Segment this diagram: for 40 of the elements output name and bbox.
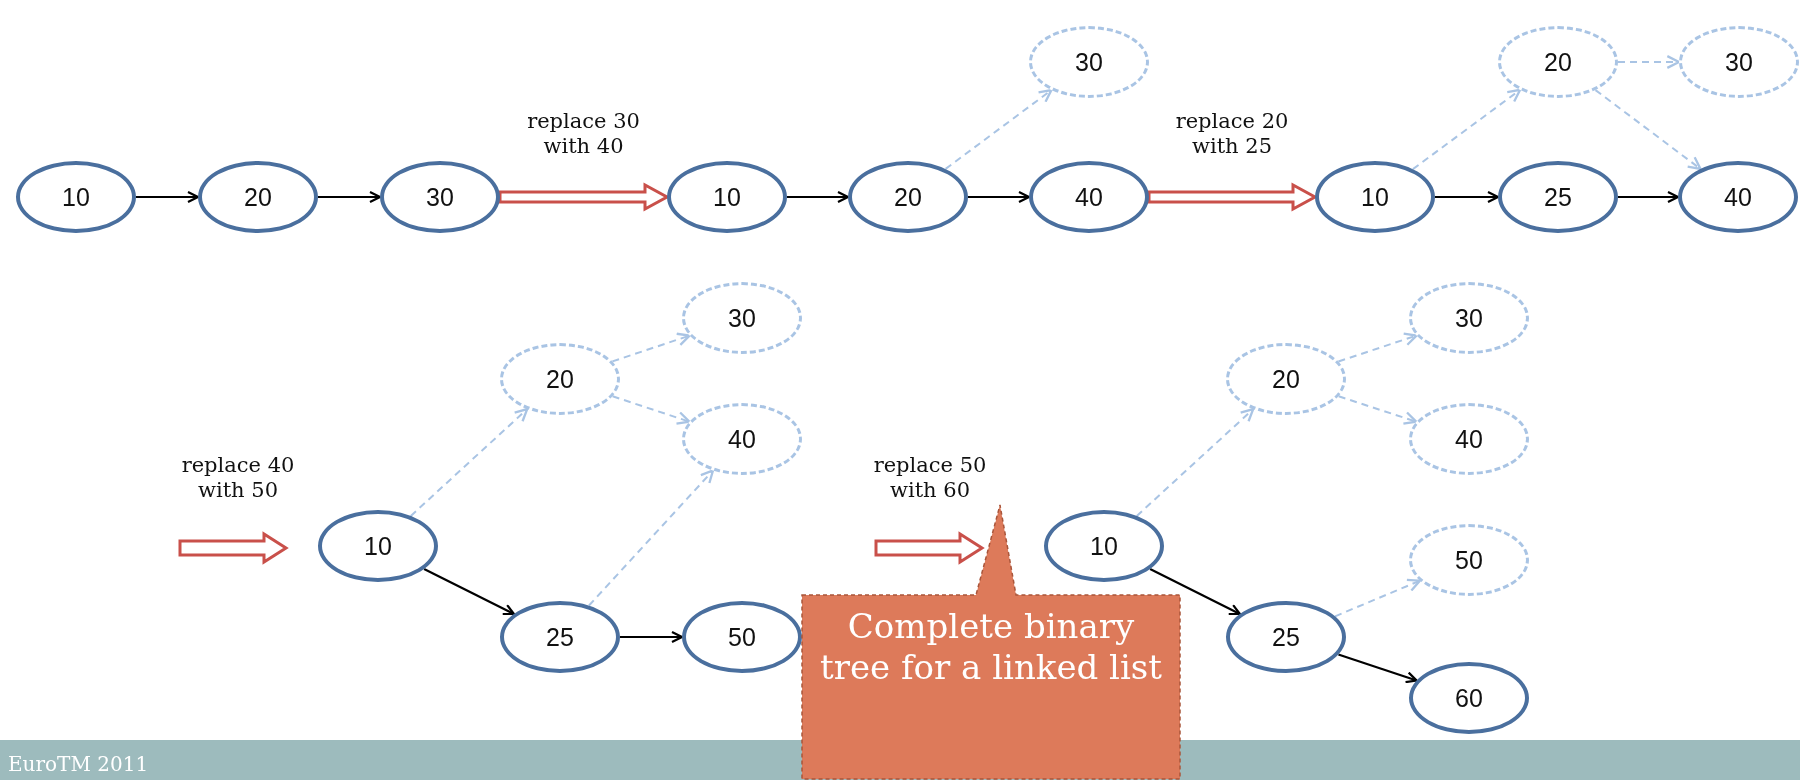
list-node: 25 xyxy=(500,601,620,673)
footer-text: EuroTM 2011 xyxy=(8,752,149,776)
arrow xyxy=(318,190,382,204)
replaced-node: 30 xyxy=(1679,26,1799,98)
replaced-node: 20 xyxy=(1226,343,1346,415)
replaced-node: 30 xyxy=(1409,282,1529,354)
list-node: 30 xyxy=(380,161,500,233)
list-node: 40 xyxy=(1678,161,1798,233)
list-node: 50 xyxy=(682,601,802,673)
list-node: 10 xyxy=(318,510,438,582)
replaced-node: 20 xyxy=(500,343,620,415)
dashed-arrow xyxy=(1594,89,1702,171)
arrow xyxy=(968,190,1031,204)
replaced-node: 30 xyxy=(682,282,802,354)
replaced-node: 40 xyxy=(1409,403,1529,475)
arrow xyxy=(620,630,684,644)
list-node: 10 xyxy=(667,161,787,233)
list-node: 25 xyxy=(1498,161,1618,233)
dashed-arrow xyxy=(1617,55,1681,69)
callout-text: Complete binary tree for a linked list xyxy=(819,606,1163,688)
replaced-node: 50 xyxy=(1409,524,1529,596)
edge-label: replace 20 with 25 xyxy=(1174,109,1290,160)
arrow xyxy=(787,190,850,204)
replaced-node: 30 xyxy=(1029,26,1149,98)
list-node: 10 xyxy=(1315,161,1435,233)
list-node: 25 xyxy=(1226,601,1346,673)
list-node: 60 xyxy=(1409,662,1529,734)
replaced-node: 40 xyxy=(682,403,802,475)
arrow xyxy=(1435,190,1500,204)
list-node: 10 xyxy=(1044,510,1164,582)
replaced-node: 20 xyxy=(1498,26,1618,98)
list-node: 20 xyxy=(848,161,968,233)
list-node: 40 xyxy=(1029,161,1149,233)
step-label: replace 40 with 50 xyxy=(180,453,296,504)
arrow xyxy=(1618,190,1680,204)
list-node: 10 xyxy=(16,161,136,233)
list-node: 20 xyxy=(198,161,318,233)
arrow xyxy=(136,190,200,204)
edge-label: replace 30 with 40 xyxy=(526,109,641,160)
step-label: replace 50 with 60 xyxy=(872,453,988,504)
